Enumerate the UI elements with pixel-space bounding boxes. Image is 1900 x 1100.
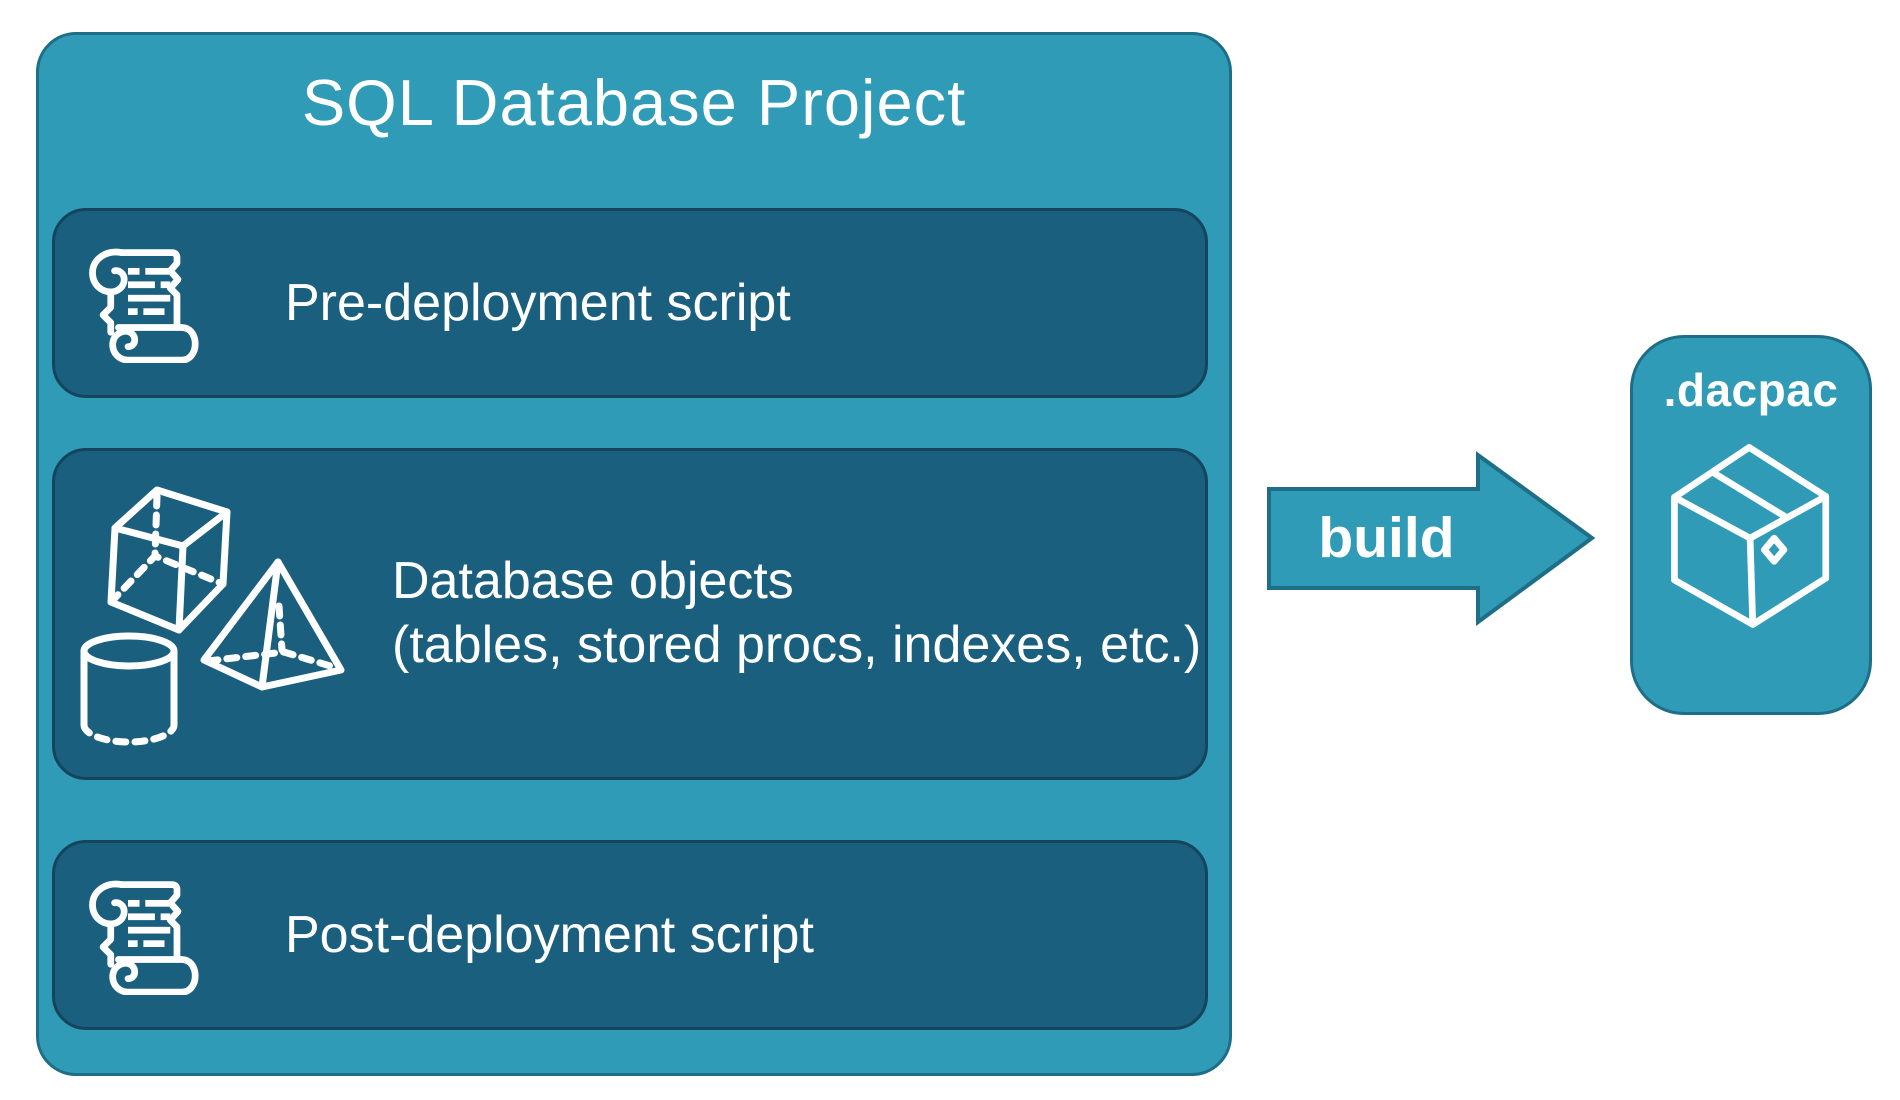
package-box-icon [1671,444,1830,628]
post-deployment-panel: Post-deployment script [52,840,1208,1030]
pre-deployment-panel: Pre-deployment script [52,208,1208,398]
build-arrow-label: build [1318,506,1455,570]
dacpac-output-box: .dacpac [1630,335,1872,715]
pyramid-icon [200,558,345,691]
pre-deployment-label: Pre-deployment script [285,274,791,332]
scroll-icon [89,248,199,363]
cube-icon [107,486,231,634]
database-objects-panel: Database objects (tables, stored procs, … [52,448,1208,780]
database-objects-sublabel: (tables, stored procs, indexes, etc.) [392,616,1202,674]
database-objects-label: Database objects [392,552,794,611]
dacpac-label: .dacpac [1663,364,1839,416]
sql-database-project-container: SQL Database Project Pre-deployment scri… [36,32,1232,1076]
post-deployment-label: Post-deployment script [285,906,814,964]
database-objects-text: Database objects (tables, stored procs, … [392,451,1201,777]
scroll-icon [89,880,199,995]
project-title: SQL Database Project [301,66,967,139]
cylinder-icon [80,632,178,746]
build-arrow [1267,451,1596,626]
